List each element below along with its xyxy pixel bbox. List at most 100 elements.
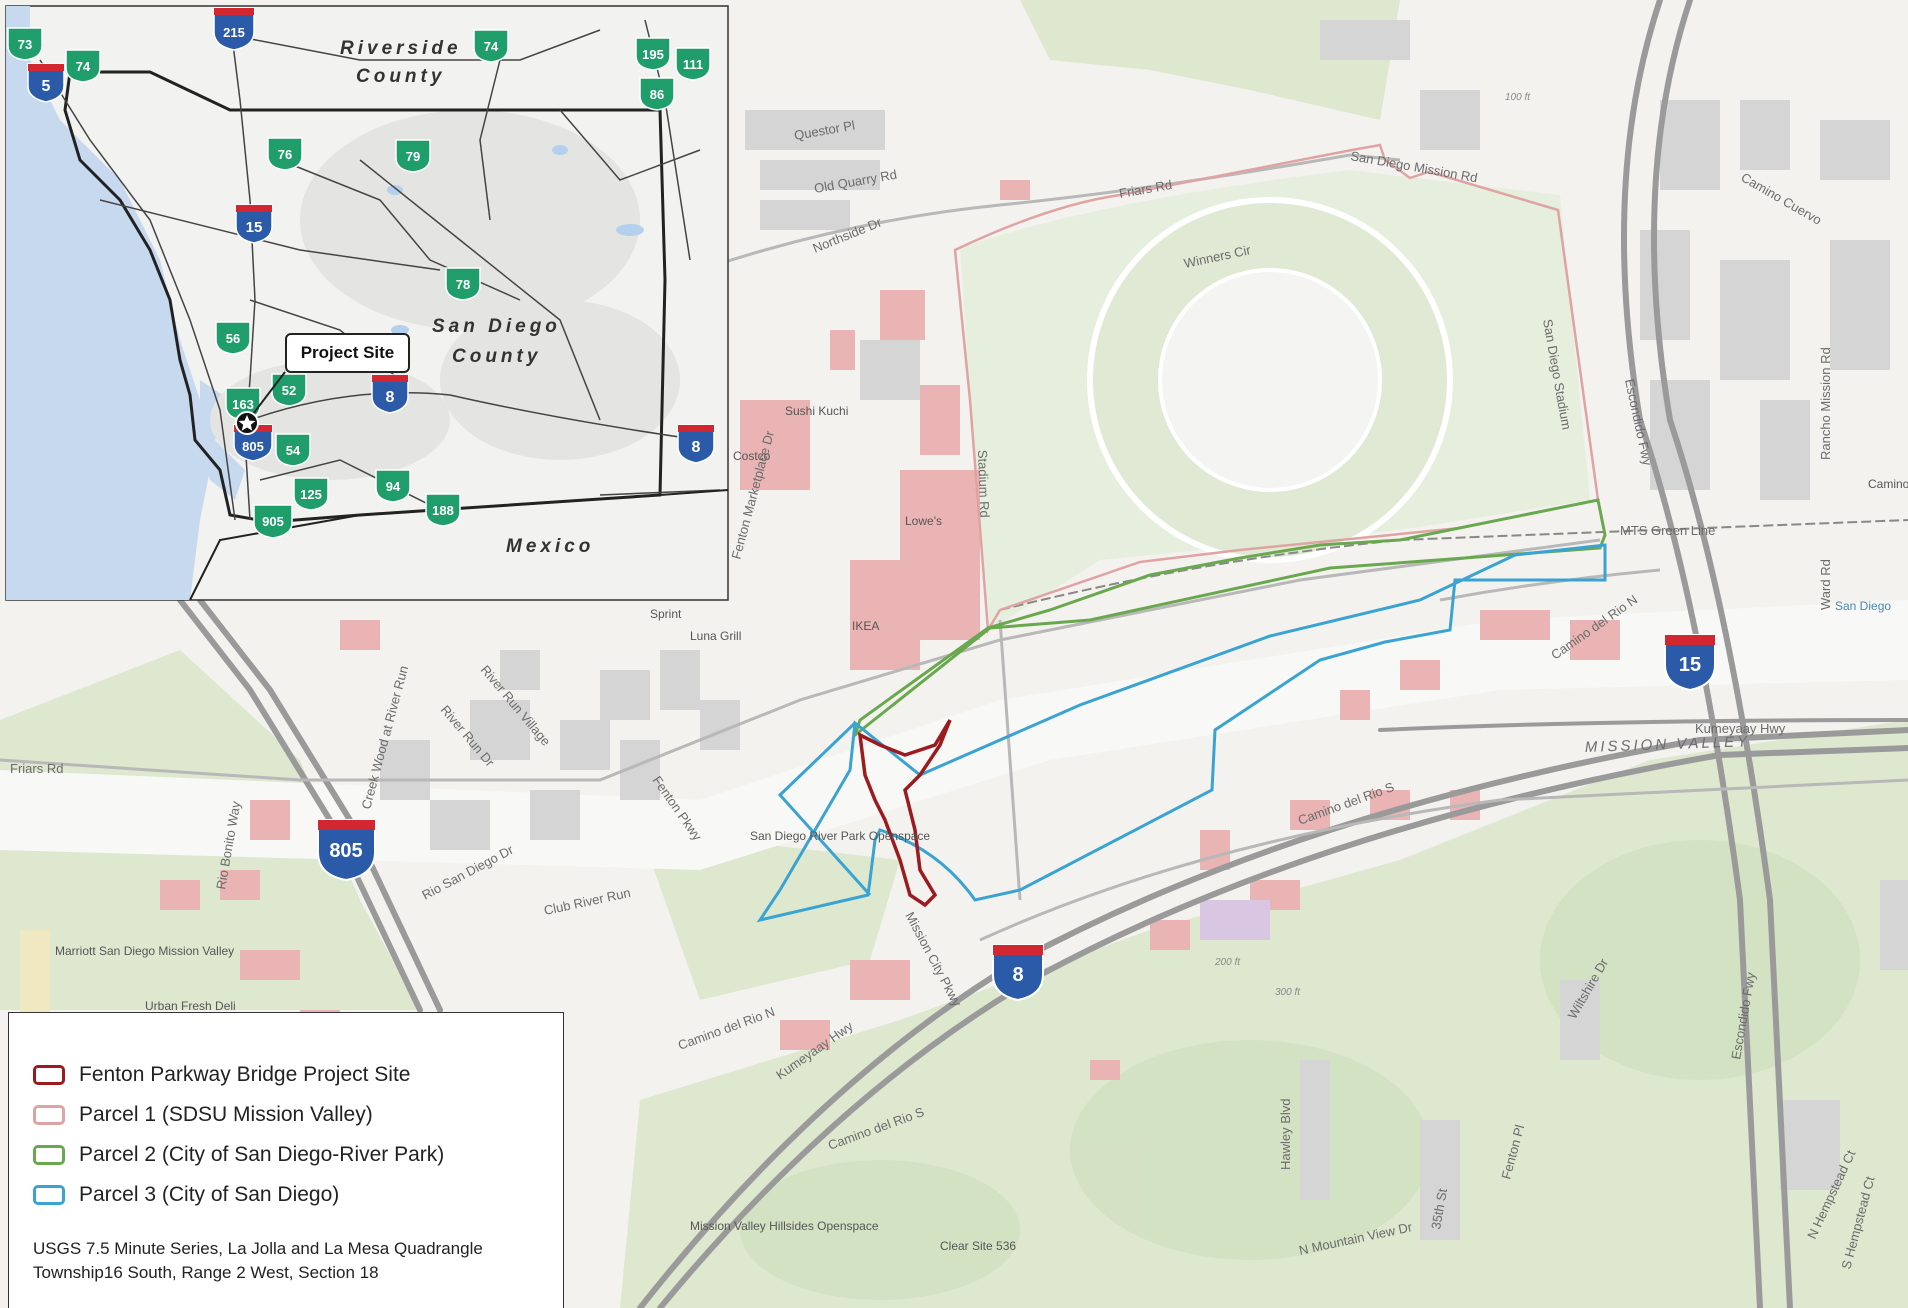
label-stadium-rd: Stadium Rd	[975, 450, 992, 518]
inset-map[interactable]: Riverside County San Diego County Mexico…	[5, 5, 729, 601]
inset-i8-east: 8	[677, 424, 715, 464]
svg-text:8: 8	[1012, 964, 1023, 986]
rail-line	[999, 519, 1908, 611]
sr-52: 52	[282, 383, 296, 398]
legend-swatch-parcel-1	[33, 1105, 65, 1125]
sr-79: 79	[406, 149, 420, 164]
svg-text:905: 905	[262, 514, 284, 529]
elev-300: 300 ft	[1275, 987, 1301, 998]
label-sd-river-park: San Diego River Park Openspace	[750, 829, 930, 843]
building-yellow	[20, 930, 50, 1020]
inset-riverside: Riverside	[340, 38, 462, 59]
sr-86: 86	[650, 87, 664, 102]
svg-text:215: 215	[223, 25, 245, 40]
elev-100: 100 ft	[1505, 92, 1531, 103]
building-purple	[1200, 900, 1270, 940]
label-kumeyaay-hwy-1: Kumeyaay Hwy	[1695, 721, 1786, 736]
svg-text:805: 805	[329, 840, 362, 862]
label-san-diego-edge: San Diego	[1835, 599, 1891, 613]
note-line-1: USGS 7.5 Minute Series, La Jolla and La …	[33, 1239, 483, 1258]
label-mission-valley: MISSION VALLEY	[1585, 733, 1751, 756]
legend-item-project-site: Fenton Parkway Bridge Project Site	[33, 1055, 563, 1095]
label-camino-edge: Camino	[1868, 477, 1908, 491]
inset-san-diego: San Diego	[432, 316, 561, 337]
label-costco: Costco	[733, 449, 771, 463]
label-sprint: Sprint	[650, 607, 682, 621]
inset-i5: 5	[27, 63, 65, 103]
sr-54: 54	[286, 443, 301, 458]
inset-i215: 215	[213, 7, 255, 51]
sr-56: 56	[226, 331, 240, 346]
inset-i15: 15	[235, 204, 273, 244]
parcel-2-boundary[interactable]	[851, 498, 1607, 740]
svg-text:8: 8	[386, 389, 395, 406]
label-35th-st: 35th St	[1428, 1187, 1450, 1231]
inset-lakes	[387, 145, 644, 335]
legend-label: Parcel 2 (City of San Diego-River Park)	[79, 1143, 445, 1166]
inset-county-2: County	[452, 346, 541, 367]
label-urban-fresh-deli: Urban Fresh Deli	[145, 999, 236, 1013]
label-rancho-mission-rd: Rancho Mission Rd	[1818, 347, 1833, 460]
stadium-field	[1158, 268, 1382, 492]
svg-text:15: 15	[246, 219, 263, 236]
legend-label: Parcel 3 (City of San Diego)	[79, 1183, 340, 1206]
label-ward-rd: Ward Rd	[1818, 559, 1833, 610]
sr-73: 73	[18, 37, 32, 52]
sr-74b: 74	[484, 39, 499, 54]
sr-94: 94	[386, 479, 401, 494]
shield-i15-main: 15	[1664, 634, 1716, 692]
inset-county-1: County	[356, 66, 445, 87]
project-site-star-icon[interactable]	[235, 411, 259, 435]
inset-i8-west: 8	[371, 374, 409, 414]
legend-item-parcel-3: Parcel 3 (City of San Diego)	[33, 1175, 563, 1215]
inset-bay	[200, 380, 245, 500]
label-hawley-blvd: Hawley Blvd	[1278, 1098, 1293, 1170]
legend: Fenton Parkway Bridge Project Site Parce…	[8, 1012, 564, 1308]
label-friars-rd-2: Friars Rd	[10, 761, 63, 776]
label-mv-hillsides: Mission Valley Hillsides Openspace	[690, 1219, 879, 1233]
shield-i805-main: 805	[317, 819, 376, 882]
sr-125: 125	[300, 487, 322, 502]
inset-state-routes	[7, 27, 711, 527]
inset-state-route-labels: 73 74 74 195 111 86 76 79 78 56 163 52 5…	[18, 37, 703, 518]
callout-leader	[249, 371, 286, 419]
label-mts-green-line: MTS Green Line	[1620, 523, 1715, 538]
label-clear-site: Clear Site 536	[940, 1239, 1016, 1253]
terrain-green-dark	[740, 840, 1860, 1300]
inset-border	[189, 489, 729, 601]
sr-188: 188	[432, 503, 454, 518]
legend-swatch-project-site	[33, 1065, 65, 1085]
project-site-boundary[interactable]	[857, 719, 952, 908]
parcel-3-boundary[interactable]	[756, 543, 1607, 923]
svg-text:805: 805	[242, 439, 264, 454]
legend-source-note: USGS 7.5 Minute Series, La Jolla and La …	[33, 1237, 563, 1285]
inset-ocean	[6, 6, 210, 600]
legend-swatch-parcel-3	[33, 1185, 65, 1205]
legend-item-parcel-1: Parcel 1 (SDSU Mission Valley)	[33, 1095, 563, 1135]
legend-label: Parcel 1 (SDSU Mission Valley)	[79, 1103, 373, 1126]
sr-78: 78	[456, 277, 470, 292]
sr-76: 76	[278, 147, 292, 162]
parcel-1-boundary[interactable]	[953, 143, 1600, 634]
sr-111: 111	[683, 57, 703, 72]
inset-sr905: 905	[253, 504, 293, 539]
inset-mexico: Mexico	[506, 536, 594, 557]
elev-200: 200 ft	[1214, 957, 1241, 968]
label-sushi-kuchi: Sushi Kuchi	[785, 404, 848, 418]
shield-i8-main: 8	[992, 944, 1044, 1002]
note-line-2: Township16 South, Range 2 West, Section …	[33, 1263, 379, 1282]
sr-74a: 74	[76, 59, 91, 74]
legend-label: Fenton Parkway Bridge Project Site	[79, 1063, 411, 1086]
svg-text:8: 8	[692, 439, 701, 456]
svg-text:15: 15	[1679, 654, 1701, 676]
sr-195: 195	[642, 47, 664, 62]
legend-swatch-parcel-2	[33, 1145, 65, 1165]
project-site-callout: Project Site	[285, 333, 410, 373]
label-marriott: Marriott San Diego Mission Valley	[55, 944, 234, 958]
legend-item-parcel-2: Parcel 2 (City of San Diego-River Park)	[33, 1135, 563, 1175]
sr-163: 163	[232, 397, 254, 412]
label-luna-grill: Luna Grill	[690, 629, 741, 643]
arterials	[0, 153, 1908, 942]
